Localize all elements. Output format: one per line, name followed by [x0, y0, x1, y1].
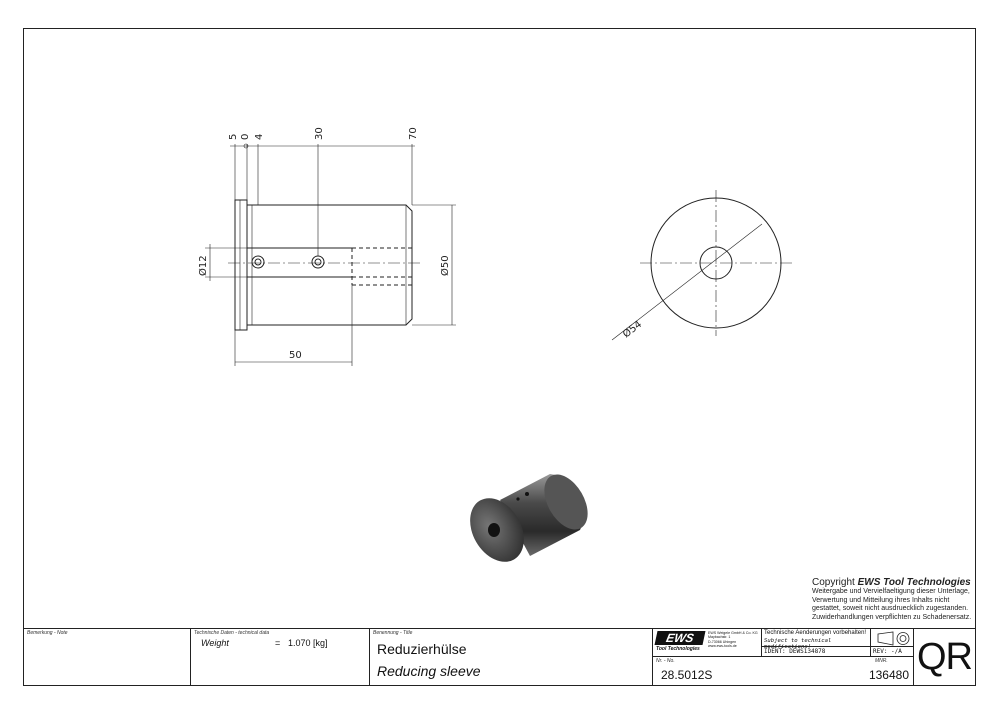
dim-70: 70	[408, 127, 419, 140]
company-line: EWS Weigele GmbH & Co. KG	[708, 631, 758, 635]
ident-value: IDENT: DEWS134878	[764, 648, 826, 655]
mod-de: Technische Aenderungen vorbehalten!	[764, 630, 867, 636]
title-en: Reducing sleeve	[377, 663, 481, 679]
weight-value: 1.070 [kg]	[288, 638, 328, 648]
title-de: Reduzierhülse	[377, 641, 467, 657]
copyright-line: gestattet, soweit nicht ausdruecklich zu…	[812, 605, 969, 613]
title-label: Benennung - Title	[373, 630, 413, 636]
qr-text: QR	[917, 636, 973, 678]
remark-cell: Bemerkung - Note	[23, 628, 191, 686]
tech-data-cell: Technische Daten - technical data Weight…	[190, 628, 370, 686]
weight-label: Weight	[201, 638, 229, 648]
copyright-prefix: Copyright	[812, 577, 855, 588]
cross-hole-1	[251, 255, 265, 269]
company-line: Maybachstr. 1	[708, 635, 731, 640]
qr-cell: QR	[913, 628, 976, 686]
side-view	[205, 143, 456, 366]
nr-value: 28.5012S	[661, 668, 713, 682]
dim-4: 4	[254, 134, 265, 140]
copyright-brand: EWS Tool Technologies	[857, 577, 971, 588]
dim-bore: Ø12	[197, 255, 209, 276]
dim-5: 5	[228, 134, 239, 140]
ews-logo: EWS	[654, 631, 706, 645]
dim-30: 30	[314, 127, 325, 140]
end-view	[611, 190, 792, 341]
projection-symbol-icon	[877, 631, 910, 646]
copyright-line: Verwertung und Mitteilung ihres Inhalts …	[812, 596, 950, 604]
number-cell: Nr. - No. 28.5012S MNR. 136480	[652, 656, 914, 686]
copyright-note: Copyright EWS Tool Technologies Weiterga…	[812, 577, 974, 622]
copyright-line: Weitergabe und Vervielfaeltigung dieser …	[812, 588, 970, 595]
flange-outline	[234, 199, 248, 331]
modification-cell: Technische Aenderungen vorbehalten! Subj…	[761, 628, 871, 650]
dim-length: 50	[289, 350, 302, 361]
mod-en: Subject to technical modifications!	[764, 638, 832, 650]
body-outline	[247, 204, 413, 326]
copyright-line: Zuwiderhandlungen verpflichten zu Schade…	[812, 613, 972, 621]
weight-eq: =	[275, 638, 281, 648]
remark-label: Bemerkung - Note	[27, 630, 68, 636]
mnr-value: 136480	[868, 668, 909, 682]
title-cell: Benennung - Title Reduzierhülse Reducing…	[369, 628, 653, 686]
nr-label: Nr. - No.	[656, 658, 675, 664]
dim-outer: Ø50	[439, 255, 451, 276]
logo-sub: Tool Technologies	[656, 646, 700, 652]
company-line: D-73066 Uhingen	[708, 639, 737, 644]
iso-bore	[488, 523, 500, 537]
dim-0: 0	[240, 134, 251, 140]
projection-cell	[870, 628, 914, 647]
rev-value: REV: -/A	[873, 648, 902, 655]
tech-label: Technische Daten - technical data	[194, 630, 270, 636]
company-cell: EWS Tool Technologies EWS Weigele GmbH &…	[652, 628, 762, 657]
mnr-label: MNR.	[875, 658, 888, 664]
company-line: www.ews-tools.de	[708, 644, 737, 649]
cross-hole-2	[311, 255, 325, 269]
dim-flange: Ø54	[620, 318, 644, 340]
iso-view	[470, 474, 588, 562]
